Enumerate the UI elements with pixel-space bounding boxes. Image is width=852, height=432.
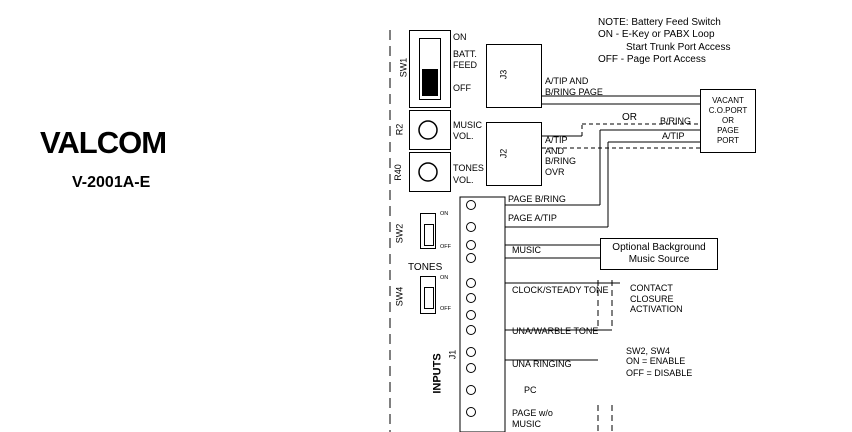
sw4-actuator [424, 287, 434, 309]
terminal-strip [459, 196, 506, 432]
terminal-pc: PC [524, 385, 537, 395]
j3-block [486, 44, 542, 108]
sw1-switch-white [422, 43, 438, 68]
music-source-line-2: Music Source [628, 254, 690, 265]
terminal-8 [466, 325, 476, 335]
note-line-1: NOTE: Battery Feed Switch [598, 17, 721, 28]
sw1-switch-actuator [422, 69, 438, 96]
contact-line-3: ACTIVATION [630, 304, 683, 314]
sw-note-line-1: SW2, SW4 [626, 346, 671, 356]
sw-note-line-2: ON = ENABLE [626, 356, 686, 366]
terminal-page-wo: PAGE w/o [512, 408, 553, 418]
terminal-9 [466, 347, 476, 357]
terminal-una-ringing: UNA RINGING [512, 359, 572, 369]
sw2-off: OFF [440, 244, 451, 250]
r40-vol: VOL. [453, 175, 474, 185]
sw1-switch-body [419, 38, 441, 100]
j2-out-2: AND [545, 146, 565, 156]
music-source-box: Optional Background Music Source [600, 238, 718, 270]
model-number: V-2001A-E [72, 174, 151, 191]
atip-label: A/TIP [662, 131, 685, 141]
terminal-7 [466, 310, 476, 320]
vacant-port-box: VACANT C.O.PORT OR PAGE PORT [700, 89, 756, 153]
valcom-logo-text: VALCOM [40, 125, 166, 158]
or-label: OR [622, 112, 637, 123]
terminal-4 [466, 253, 476, 263]
terminal-clock: CLOCK/STEADY TONE [512, 285, 609, 295]
j1-label: J1 [447, 349, 458, 360]
vacant-line-5: PORT [716, 136, 740, 145]
terminal-5 [466, 278, 476, 288]
sw1-batt: BATT. [453, 49, 477, 59]
sw2-switch-body [420, 213, 436, 249]
terminal-music: MUSIC [512, 245, 541, 255]
sw4-switch-body [420, 276, 436, 314]
terminal-2 [466, 222, 476, 232]
terminal-1 [466, 200, 476, 210]
terminal-10 [466, 363, 476, 373]
note-line-4: OFF - Page Port Access [598, 54, 706, 65]
note-line-3: Start Trunk Port Access [626, 42, 731, 53]
j2-out-3: B/RING [545, 156, 577, 166]
contact-line-2: CLOSURE [630, 294, 674, 304]
terminal-page-atip: PAGE A/TIP [508, 213, 557, 223]
valcom-logo-graphic: VALCOM [40, 125, 167, 158]
j2-out-4: OVR [545, 167, 565, 177]
terminal-3 [466, 240, 476, 250]
sw-note-line-3: OFF = DISABLE [626, 368, 693, 378]
sw4-label: SW4 [394, 286, 405, 307]
terminal-circles [466, 200, 476, 417]
terminal-12 [466, 407, 476, 417]
vacant-line-3: OR [722, 116, 734, 125]
terminal-6 [466, 293, 476, 303]
contact-line-1: CONTACT [630, 283, 673, 293]
j2-block [486, 122, 542, 186]
sw2-label: SW2 [394, 223, 405, 244]
sw4-off: OFF [440, 306, 451, 312]
sw2-on: ON [440, 211, 449, 217]
inputs-label: INPUTS [431, 353, 444, 394]
sw1-feed: FEED [453, 60, 478, 70]
r2-music: MUSIC [453, 120, 482, 130]
vacant-line-2: C.O.PORT [708, 106, 748, 115]
r40-tones: TONES [453, 163, 484, 173]
j3-out-2: B/RING PAGE [545, 87, 603, 97]
terminal-11 [466, 385, 476, 395]
bring-label: B/RING [660, 116, 692, 126]
sw4-on: ON [440, 275, 449, 281]
j3-out-1: A/TIP AND [545, 76, 589, 86]
terminal-una-warble: UNA/WARBLE TONE [512, 326, 599, 336]
note-line-2: ON - E-Key or PABX Loop [598, 29, 715, 40]
music-source-line-1: Optional Background [612, 242, 706, 253]
sw1-on: ON [453, 32, 467, 42]
sw1-off: OFF [453, 83, 471, 93]
vacant-line-1: VACANT [712, 96, 744, 105]
tones-label: TONES [408, 262, 443, 273]
valcom-logo: VALCOM [40, 124, 192, 158]
sw2-actuator [424, 224, 434, 246]
r2-vol: VOL. [453, 131, 474, 141]
terminal-page-bring: PAGE B/RING [508, 194, 566, 204]
vacant-line-4: PAGE [717, 126, 739, 135]
j2-out-1: A/TIP [545, 135, 568, 145]
terminal-music-2: MUSIC [512, 419, 541, 429]
